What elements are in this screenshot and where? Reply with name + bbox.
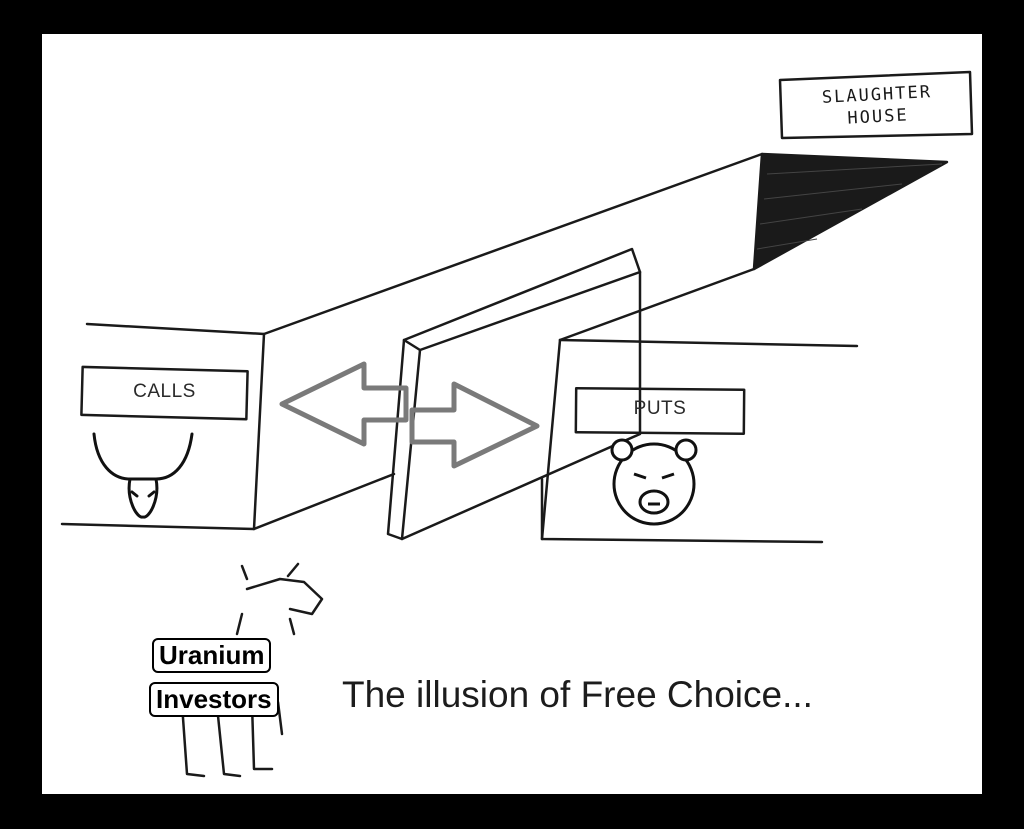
divider-front	[386, 338, 422, 541]
puts-sign-box	[574, 387, 746, 435]
cow-icon	[180, 562, 324, 778]
uranium-tag: Uranium	[152, 638, 272, 673]
calls-sign-box	[80, 365, 249, 421]
slaughter-opening	[752, 152, 949, 271]
caption: The illusion of Free Choice...	[342, 674, 813, 715]
left-chute-front	[60, 332, 266, 531]
comic-panel: SLAUGHTER HOUSE CALLS PUTS Uranium Inves…	[42, 34, 982, 794]
bear-icon	[610, 438, 698, 526]
scene-drawing	[60, 70, 974, 778]
bull-icon	[92, 432, 194, 519]
left-chute-base	[252, 472, 396, 531]
double-arrow-icon	[279, 361, 540, 469]
left-chute-top	[85, 152, 764, 336]
right-chute-back	[558, 267, 756, 342]
hatching	[756, 163, 943, 250]
puts-label: PUTS	[633, 398, 687, 419]
slaughter-house-label: SLAUGHTER HOUSE	[789, 79, 966, 132]
right-chute-top	[558, 338, 859, 348]
investors-tag: Investors	[149, 682, 279, 717]
slaughter-house-sign	[778, 70, 974, 140]
divider-top	[402, 247, 642, 352]
calls-label: CALLS	[133, 381, 196, 402]
